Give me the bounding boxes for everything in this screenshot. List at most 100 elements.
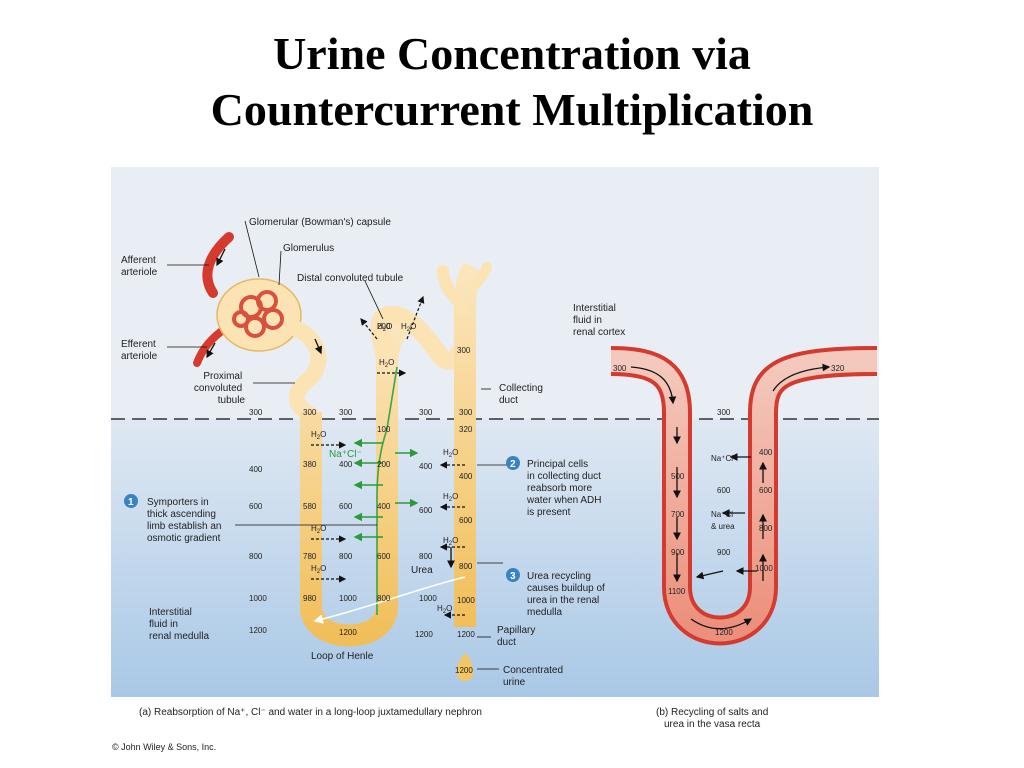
svg-text:980: 980 — [303, 594, 317, 603]
proximal-tubule — [283, 319, 327, 423]
caption-band — [111, 697, 879, 733]
thick-ascending-limb-wall — [376, 366, 398, 615]
vasa-recta-lumen — [610, 350, 878, 642]
svg-text:H2O: H2O — [401, 322, 416, 333]
papillary-duct-label: Papillary duct — [497, 625, 538, 648]
svg-text:400: 400 — [759, 448, 773, 457]
collecting-duct — [453, 262, 484, 627]
step-3-callout: 3 Urea recycling causes buildup of urea … — [506, 568, 608, 618]
svg-text:300: 300 — [249, 408, 263, 417]
svg-text:300: 300 — [457, 346, 471, 355]
svg-text:H2O: H2O — [311, 524, 326, 535]
nacl-label-nephron: Na⁺Cl⁻ — [329, 449, 362, 460]
svg-text:600: 600 — [419, 506, 433, 515]
svg-text:800: 800 — [759, 524, 773, 533]
distal-tubule-label: Distal convoluted tubule — [297, 273, 404, 284]
loop-of-henle — [300, 315, 412, 647]
water-arrows — [311, 295, 465, 619]
svg-text:800: 800 — [249, 552, 263, 561]
svg-text:300: 300 — [717, 408, 731, 417]
urine-drop — [456, 653, 474, 681]
svg-text:600: 600 — [249, 502, 263, 511]
svg-text:1000: 1000 — [457, 596, 475, 605]
interstitial-cortex-label: Interstitial fluid in renal cortex — [573, 303, 625, 338]
svg-text:1000: 1000 — [339, 594, 357, 603]
svg-text:1200: 1200 — [457, 630, 475, 639]
svg-text:H2O: H2O — [437, 604, 452, 615]
collecting-duct-label: Collecting duct — [499, 383, 546, 406]
step-2-callout: 2 Principal cells in collecting duct rea… — [506, 456, 604, 518]
afferent-arteriole — [202, 232, 234, 298]
glomerulus — [232, 290, 284, 338]
svg-text:300: 300 — [339, 408, 353, 417]
step-2-badge — [506, 456, 520, 470]
svg-text:100: 100 — [377, 425, 391, 434]
svg-text:800: 800 — [419, 552, 433, 561]
svg-text:700: 700 — [671, 510, 685, 519]
svg-text:800: 800 — [377, 594, 391, 603]
svg-text:900: 900 — [671, 548, 685, 557]
step-1-callout: 1 Symporters in thick ascending limb est… — [124, 494, 224, 544]
svg-text:1200: 1200 — [715, 628, 733, 637]
osmolarity-values: 300 400 600 800 1000 1200 300 380 580 78… — [249, 322, 475, 675]
nacl-urea-label-vasa: Na⁺Cl⁻ & urea — [711, 510, 739, 531]
nacl-arrows — [353, 438, 419, 542]
slide-title: Urine Concentration via Countercurrent M… — [0, 26, 1024, 138]
svg-text:200: 200 — [377, 460, 391, 469]
title-line-1: Urine Concentration via — [273, 28, 751, 79]
leader-lines — [167, 220, 507, 670]
collecting-duct-branch-a — [437, 265, 469, 313]
svg-text:580: 580 — [303, 502, 317, 511]
svg-text:500: 500 — [671, 472, 685, 481]
afferent-arteriole-label: Afferent arteriole — [121, 255, 159, 278]
step-1-badge — [124, 494, 138, 508]
svg-text:400: 400 — [339, 460, 353, 469]
caption-b: (b) Recycling of salts and urea in the v… — [656, 707, 771, 730]
concentrated-urine-label: Concentrated urine — [503, 665, 566, 688]
svg-text:Symporters in thick asce: Symporters in thick ascending limb estab… — [147, 497, 224, 544]
svg-text:300: 300 — [459, 408, 473, 417]
svg-text:600: 600 — [759, 486, 773, 495]
svg-text:1200: 1200 — [455, 666, 473, 675]
vasa-recta-arrows — [630, 363, 831, 630]
svg-text:1200: 1200 — [339, 628, 357, 637]
nacl-label-vasa: Na⁺Cl⁻ — [711, 454, 737, 463]
svg-text:400: 400 — [377, 502, 391, 511]
svg-text:H2O: H2O — [377, 322, 392, 333]
collecting-duct-branch-b — [468, 262, 492, 292]
svg-text:380: 380 — [303, 460, 317, 469]
svg-text:300: 300 — [613, 364, 627, 373]
interstitial-medulla-label: Interstitial fluid in renal medulla — [149, 607, 209, 642]
vasa-recta — [610, 346, 878, 646]
svg-text:320: 320 — [831, 364, 845, 373]
urea-recycling-arrow — [313, 576, 466, 624]
svg-text:1200: 1200 — [249, 626, 267, 635]
glomerular-capsule-label: Glomerular (Bowman's) capsule — [249, 217, 391, 228]
svg-text:1200: 1200 — [415, 630, 433, 639]
svg-text:3: 3 — [510, 571, 516, 582]
glomerulus-label: Glomerulus — [283, 243, 334, 254]
svg-text:Principal cells in colle: Principal cells in collecting duct reabs… — [526, 459, 604, 518]
svg-text:600: 600 — [339, 502, 353, 511]
svg-text:800: 800 — [339, 552, 353, 561]
svg-text:H2O: H2O — [443, 448, 458, 459]
nephron-figure: Glomerular (Bowman's) capsule Glomerulus… — [111, 167, 879, 733]
urea-label: Urea — [411, 565, 433, 576]
water-labels: H2O H2O H2O H2O H2O H2O H2O H2O H2O H2O — [311, 322, 458, 615]
title-line-2: Countercurrent Multiplication — [210, 84, 814, 135]
svg-text:600: 600 — [717, 486, 731, 495]
flow-arrows — [206, 248, 455, 569]
svg-text:1000: 1000 — [755, 564, 773, 573]
svg-text:300: 300 — [419, 408, 433, 417]
svg-text:H2O: H2O — [311, 430, 326, 441]
svg-text:320: 320 — [459, 425, 473, 434]
step-3-badge — [506, 568, 520, 582]
nephron — [193, 232, 492, 681]
svg-text:900: 900 — [717, 548, 731, 557]
copyright-notice: © John Wiley & Sons, Inc. — [112, 742, 217, 752]
svg-text:H2O: H2O — [443, 492, 458, 503]
efferent-arteriole-label: Efferent arteriole — [121, 339, 159, 362]
svg-text:400: 400 — [419, 462, 433, 471]
svg-text:1: 1 — [128, 497, 134, 508]
svg-text:Urea recycling causes bu: Urea recycling causes buildup of urea in… — [527, 571, 608, 618]
